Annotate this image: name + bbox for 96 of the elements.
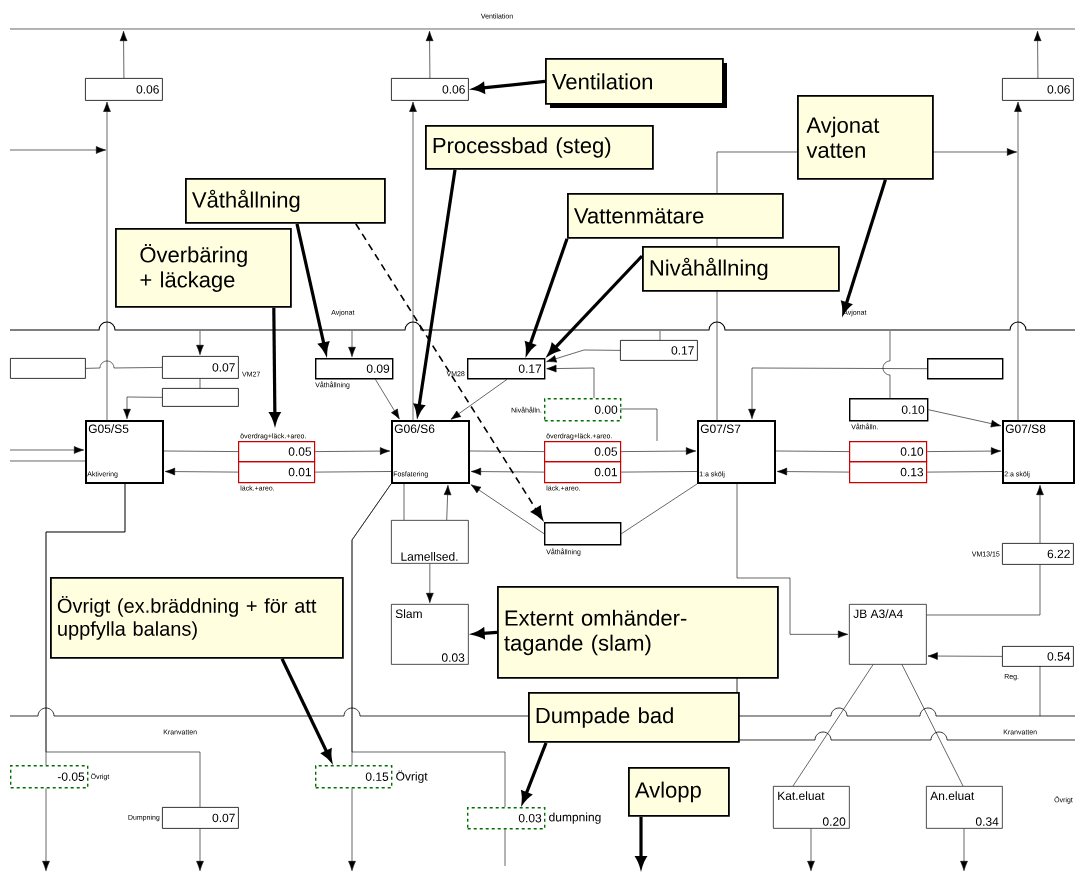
flow-arrow [426,563,434,603]
flow-line [351,483,506,808]
value-box: 0.17 [620,340,698,361]
callout-box: Vattenmätare [567,193,784,239]
flow-line [469,450,545,452]
value-box: 0.05 [238,441,316,463]
flow-label: dumpning [549,812,601,824]
flow-arrow [470,484,545,534]
flow-line [926,564,1041,616]
value-box: 0.17 [467,358,546,380]
flow-line [621,483,698,534]
callout-box: Våthållning [185,178,386,224]
callout-box: Överbäring + läckage [115,228,292,308]
flow-line [403,483,405,521]
value-box: -0.05 [10,765,89,789]
value-box: 0.54 [1002,646,1074,667]
flow-arrow [196,330,204,356]
process-box: Slam 0.03 [391,604,469,665]
flow-line [901,664,964,787]
flow-arrow [348,788,356,871]
flow-line [659,330,661,341]
flow-line [620,471,698,473]
value-box: 0.10 [849,441,928,463]
value-box: 0.06 [1002,78,1074,101]
flow-arrow [165,467,239,476]
flow-line [9,460,86,462]
callout-box: Externt omhänder- tagande (slam) [497,586,779,679]
flow-arrow [375,379,400,420]
flow-arrow [1033,30,1042,79]
flow-arrow [443,484,452,521]
flow-arrow [620,447,697,455]
value-box: 0.06 [391,78,469,101]
flow-arrow [926,447,1002,455]
flow-arrow [348,330,356,358]
flow-arrow [546,349,621,363]
value-box: 0.03 [467,807,546,830]
flow-arrow [1014,101,1022,421]
value-box: 0.09 [315,358,394,380]
flow-arrow [777,467,850,476]
flow-line [314,471,392,473]
flow-line [792,664,874,787]
flow-line [504,829,506,867]
flow-arrow [470,467,545,476]
callout-arrow [280,658,332,762]
value-box: 0.07 [162,807,239,829]
callout-box: Övrigt (ex.bräddning + för att uppfylla balans) [50,577,344,659]
flow-arrow [807,828,815,871]
value-box: 0.10 [849,398,929,422]
value-box: 0.13 [849,461,928,484]
flow-arrow [123,396,163,420]
value-box: 0.01 [238,461,316,484]
flow-arrow [42,788,50,871]
process-box: JB A3/A4 [849,604,927,665]
callout-box: Ventilation [545,58,727,108]
flow-arrow [450,379,508,420]
process-box: Lamellsed. [391,520,469,564]
process-box: Kat.eluat 0.20 [773,786,850,829]
flow-arrow [409,101,417,421]
flow-arrow [927,652,1003,660]
callout-box: Avjonat vatten [797,95,934,180]
callout-box: Nivåhållning [642,246,840,292]
flow-line [85,360,163,369]
flow-arrow [103,101,111,421]
value-box: 0.00 [544,398,622,422]
flow-arrow [425,30,434,79]
value-box: 0.01 [544,461,622,484]
flow-arrow [196,828,204,871]
flow-line [882,330,891,399]
flow-arrow [314,447,391,455]
flow-line [45,483,201,808]
flow-arrow [960,828,968,871]
flow-arrow [9,446,85,454]
process-box: An.eluat 0.34 [926,786,1003,829]
callout-box: Avlopp [628,767,730,817]
empty-box [927,358,1004,380]
callout-box: Processbad (steg) [425,125,654,170]
flow-line [775,450,850,452]
empty-box [162,388,239,407]
flow-arrow [748,367,928,420]
callout-box: Dumpade bad [528,692,740,743]
flow-arrow [928,409,1002,428]
flow-label: Övrigt [396,770,428,783]
flow-arrow [546,364,595,399]
flow-arrow [1036,484,1044,544]
flow-arrow [736,483,849,639]
value-box: 0.05 [544,441,622,463]
flow-line [926,471,1003,473]
value-box: 0.07 [162,356,239,379]
flow-arrow [119,30,128,79]
empty-box [10,358,86,379]
value-box: 6.22 [1002,543,1074,565]
callout-arrow [548,254,644,356]
value-box: 0.06 [85,78,163,101]
flow-line [199,378,201,389]
value-box: 0.15 [315,765,393,789]
flow-line [163,450,239,452]
